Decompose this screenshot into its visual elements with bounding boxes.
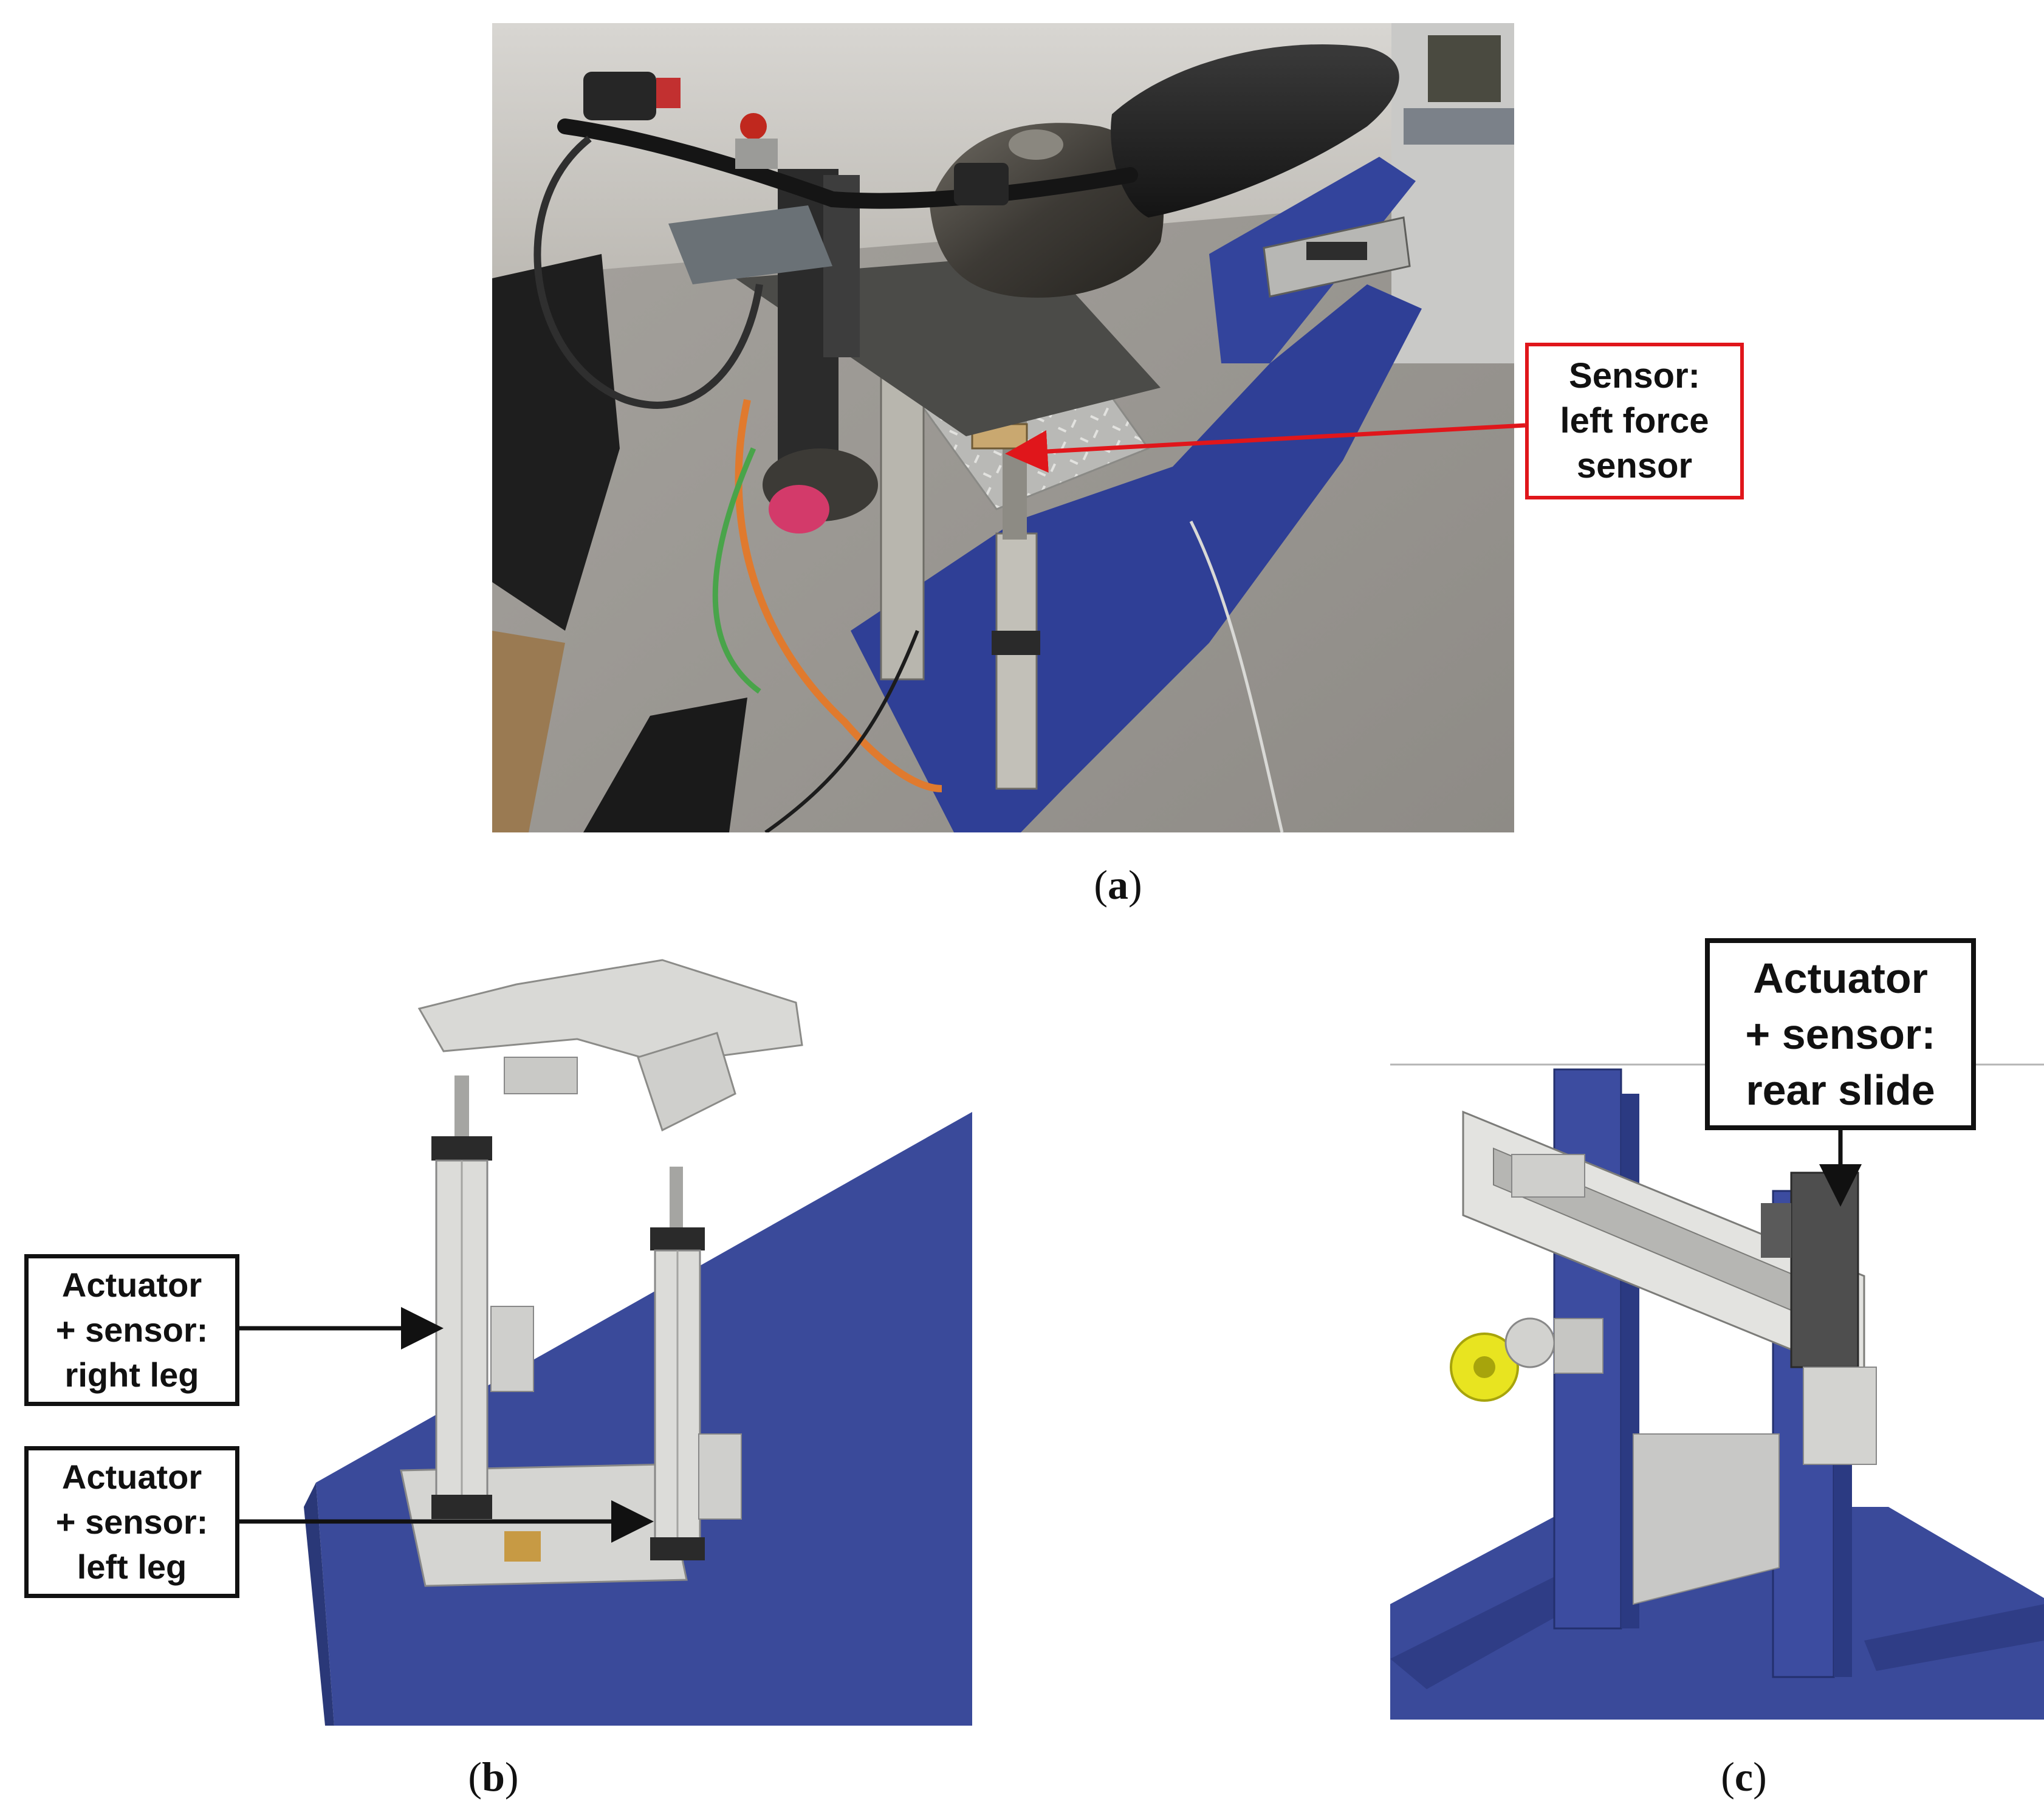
right-grip-controls bbox=[954, 163, 1009, 205]
left-actuator-rod bbox=[670, 1167, 683, 1233]
rail-right bbox=[1864, 1604, 2044, 1671]
coupling-mount bbox=[1554, 1318, 1603, 1374]
callout-right-leg-actuator: Actuator + sensor: right leg bbox=[24, 1254, 239, 1406]
callout-line: Sensor: bbox=[1569, 356, 1700, 396]
left-actuator-column bbox=[995, 532, 1038, 790]
internal-plate bbox=[1633, 1433, 1780, 1605]
right-actuator-bottom-cap bbox=[431, 1495, 492, 1519]
caption-a: (a) bbox=[1057, 864, 1179, 905]
fuel-cap bbox=[1009, 129, 1063, 160]
callout-line: left force bbox=[1560, 401, 1709, 441]
callout-line: Actuator bbox=[61, 1458, 202, 1496]
seat-plate bbox=[417, 959, 803, 1065]
callout-line: Actuator bbox=[61, 1266, 202, 1304]
callout-line: + sensor: bbox=[1745, 1010, 1936, 1058]
pink-coupling bbox=[769, 485, 829, 533]
slide-end-block bbox=[1511, 1154, 1585, 1198]
rear-slide-sensor bbox=[1761, 1203, 1791, 1258]
white-cable bbox=[1189, 520, 1284, 832]
callout-line: sensor bbox=[1576, 446, 1693, 485]
rear-slide-actuator bbox=[1790, 1171, 1859, 1368]
cad-panel-c bbox=[1390, 1057, 2044, 1720]
brake-cable bbox=[533, 135, 763, 409]
right-actuator-top-cap bbox=[431, 1136, 492, 1161]
caption-b: (b) bbox=[433, 1756, 554, 1797]
rear-slide-carriage bbox=[1803, 1367, 1877, 1465]
left-actuator-bottom-cap bbox=[650, 1537, 705, 1560]
desk-equipment bbox=[1404, 108, 1514, 145]
triple-clamp bbox=[668, 205, 832, 284]
blue-platform bbox=[316, 1112, 972, 1726]
left-grip-controls bbox=[583, 72, 656, 120]
caption-paren: ( bbox=[1094, 862, 1108, 908]
seat-bracket bbox=[504, 1057, 578, 1094]
caption-letter: a bbox=[1108, 862, 1128, 908]
photo-panel-a bbox=[492, 23, 1514, 832]
caption-letter: b bbox=[482, 1754, 505, 1800]
handlebar bbox=[557, 118, 1138, 209]
right-actuator-motor bbox=[490, 1306, 534, 1392]
emergency-stop-button bbox=[740, 113, 767, 140]
emergency-stop-housing bbox=[735, 139, 778, 169]
callout-rear-slide-actuator: Actuator + sensor: rear slide bbox=[1705, 938, 1976, 1130]
callout-line: left leg bbox=[77, 1548, 187, 1586]
green-cable bbox=[712, 447, 761, 694]
callout-line: Actuator bbox=[1753, 955, 1928, 1002]
red-grip-button bbox=[656, 78, 681, 108]
caption-paren: ( bbox=[1721, 1754, 1735, 1800]
monitor bbox=[1428, 35, 1501, 102]
base-bearing bbox=[504, 1531, 541, 1562]
platform-edge bbox=[304, 1483, 334, 1726]
callout-line: rear slide bbox=[1746, 1066, 1935, 1114]
rear-slide-cad bbox=[1390, 1063, 2044, 1720]
cardboard bbox=[492, 631, 565, 832]
caption-letter: c bbox=[1734, 1754, 1754, 1800]
cad-panel-b bbox=[237, 936, 972, 1726]
blue-base-frame bbox=[851, 284, 1422, 832]
seat bbox=[1111, 44, 1399, 218]
caption-c: (c) bbox=[1683, 1756, 1805, 1797]
right-actuator-rod bbox=[454, 1075, 469, 1142]
callout-line: + sensor: bbox=[55, 1503, 208, 1541]
callout-line: right leg bbox=[64, 1356, 199, 1394]
callout-left-force-sensor: Sensor: left force sensor bbox=[1525, 343, 1744, 499]
caption-paren: ) bbox=[1753, 1754, 1767, 1800]
floor-mat-left bbox=[492, 254, 620, 631]
left-actuator-motor bbox=[698, 1433, 742, 1520]
left-actuator-top-cap bbox=[650, 1227, 705, 1250]
caption-paren: ) bbox=[504, 1754, 519, 1800]
caption-paren: ( bbox=[468, 1754, 482, 1800]
coupling-disc bbox=[1504, 1317, 1555, 1368]
callout-left-leg-actuator: Actuator + sensor: left leg bbox=[24, 1446, 239, 1598]
callout-line: + sensor: bbox=[55, 1311, 208, 1349]
left-actuator-collar bbox=[992, 631, 1040, 655]
leg-actuators-cad bbox=[304, 959, 972, 1726]
motorcycle-simulator-photo bbox=[492, 23, 1514, 832]
caption-paren: ) bbox=[1128, 862, 1142, 908]
rear-slide-carriage bbox=[1306, 242, 1367, 260]
left-footrest-plate bbox=[637, 1032, 736, 1132]
floor-mat-bottom bbox=[583, 698, 747, 832]
black-cable bbox=[764, 629, 919, 832]
